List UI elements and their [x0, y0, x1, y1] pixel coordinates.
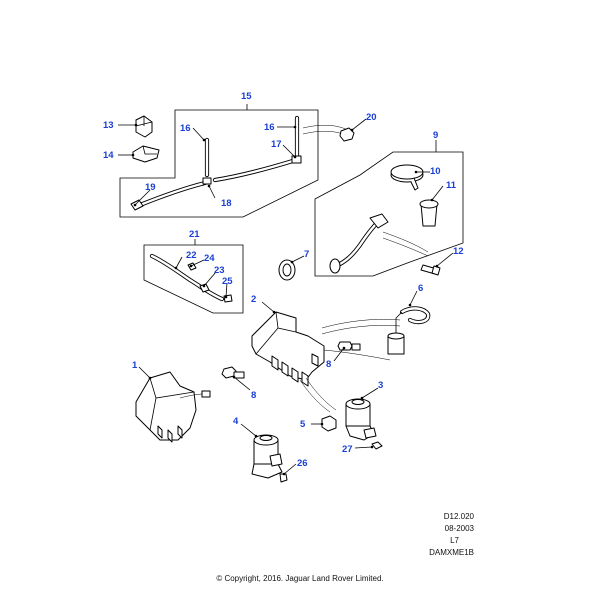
- clip-27: [371, 441, 383, 450]
- level-sensor-6: [387, 306, 431, 355]
- kit-21-panel: [143, 239, 244, 314]
- callout-3: 3: [378, 380, 383, 391]
- copyright-notice: © Copyright, 2016. Jaguar Land Rover Lim…: [216, 574, 384, 583]
- callout-5: 5: [300, 419, 306, 430]
- callout-11: 11: [446, 180, 457, 191]
- reference-section: L7: [450, 536, 459, 545]
- nozzle-14: [132, 145, 160, 163]
- callout-24: 24: [204, 253, 215, 264]
- callout-21: 21: [189, 229, 200, 240]
- callout-13: 13: [103, 120, 114, 131]
- pump-4: [251, 434, 283, 479]
- filler-tube-9: [329, 213, 429, 274]
- callout-15: 15: [241, 91, 252, 102]
- callout-2: 2: [251, 294, 256, 305]
- kit-15-panel: [119, 104, 319, 218]
- callout-19: 19: [145, 182, 156, 193]
- callout-1: 1: [132, 360, 138, 371]
- bracket-1: [135, 371, 211, 443]
- callout-26: 26: [297, 458, 308, 469]
- pump-3: [345, 398, 377, 441]
- callout-14: 14: [103, 150, 114, 161]
- callout-18: 18: [221, 198, 232, 209]
- hose-kit-21: [149, 253, 233, 303]
- callout-6: 6: [418, 283, 423, 294]
- callout-16b: 16: [264, 122, 275, 133]
- callout-16a: 16: [180, 123, 191, 134]
- screw-26: [279, 473, 288, 483]
- reference-drawing-id: DAMXME1B: [429, 548, 474, 557]
- reference-code: D12.020: [443, 512, 474, 521]
- callout-23: 23: [214, 265, 225, 276]
- callout-9: 9: [433, 130, 438, 141]
- callout-8a: 8: [326, 359, 331, 370]
- valve-20: [339, 127, 355, 142]
- hose-assembly-15: [130, 115, 349, 211]
- bolt-12: [420, 264, 441, 276]
- callout-10: 10: [430, 166, 441, 177]
- nozzle-13: [135, 115, 153, 138]
- filler-neck-11: [419, 199, 439, 227]
- callout-22: 22: [186, 250, 197, 261]
- leader-lines: [118, 118, 454, 475]
- callout-27: 27: [342, 444, 353, 455]
- leader-dots: [131, 123, 439, 476]
- callout-4: 4: [233, 416, 239, 427]
- callouts: 1 2 3 4 5 6 7 8 8 9 10 11 12 13 14 15 16…: [103, 91, 464, 469]
- callout-25: 25: [222, 276, 233, 287]
- reservoir-cap-10: [390, 164, 424, 191]
- callout-12: 12: [453, 246, 464, 257]
- grommet-7: [278, 259, 296, 281]
- bolt-8-upper: [337, 341, 361, 351]
- kit-9-panel: [314, 140, 464, 277]
- grommet-5: [321, 415, 337, 432]
- callout-20: 20: [366, 112, 377, 123]
- callout-17: 17: [271, 139, 282, 150]
- callout-7: 7: [304, 249, 309, 260]
- reference-date: 08-2003: [444, 524, 474, 533]
- callout-8b: 8: [251, 390, 256, 401]
- reservoir-2: [251, 311, 401, 413]
